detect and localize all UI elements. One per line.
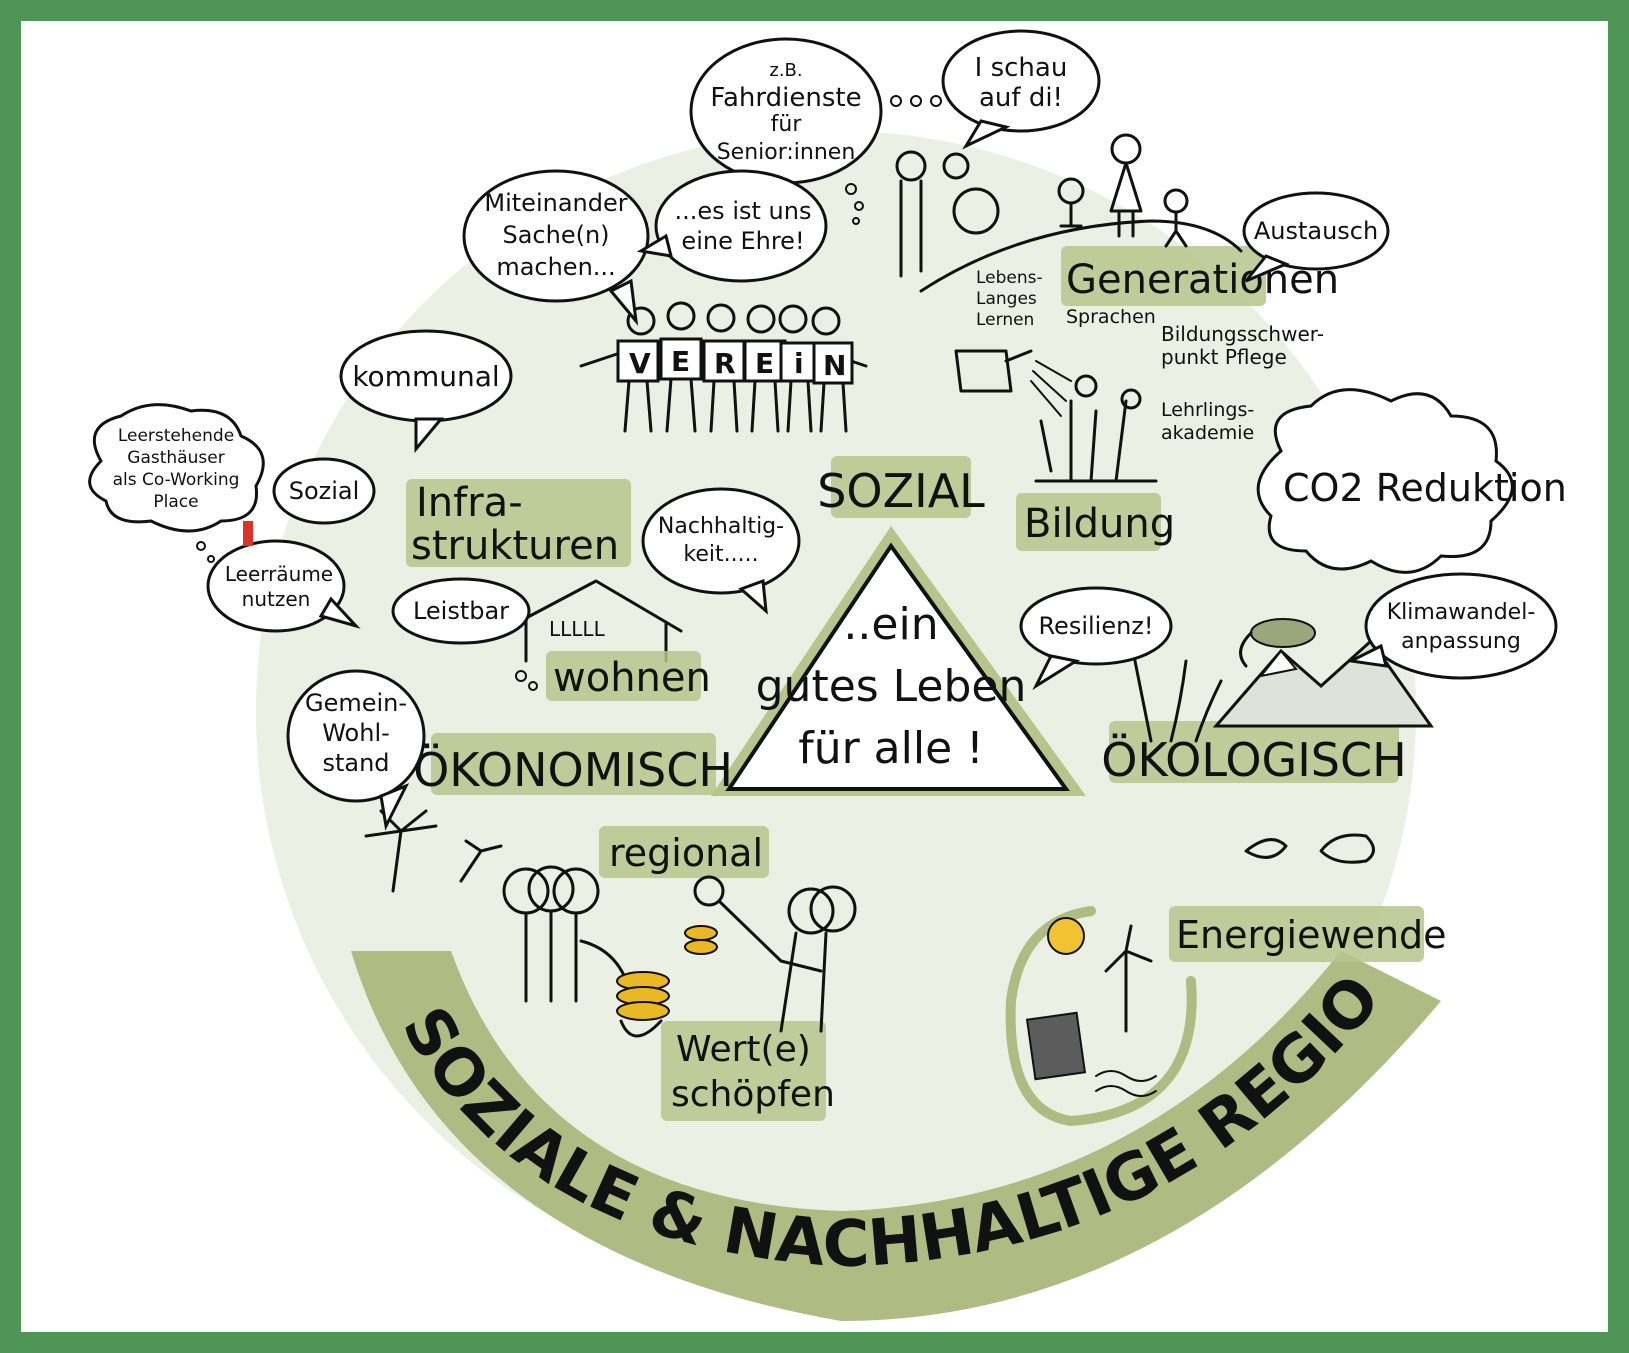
bildungsschwerpunkt-line-2: punkt Pflege bbox=[1161, 345, 1287, 369]
leerstehende-line-2: Gasthäuser bbox=[127, 448, 224, 468]
oekonomisch-highlight bbox=[431, 733, 716, 795]
bubble-gemeinwohl: Gemein- Wohl- stand bbox=[286, 669, 426, 831]
wertschoepfen-line-2: schöpfen bbox=[671, 1074, 835, 1115]
bubble-fahrdienste: z.B. Fahrdienste für Senior:innen bbox=[689, 37, 883, 225]
generationen-highlight bbox=[1061, 246, 1266, 306]
leerraeume-line-1: Leerräume bbox=[225, 562, 333, 586]
energy-cycle-drawing bbox=[1005, 906, 1197, 1127]
infrastrukturen-highlight bbox=[406, 479, 631, 567]
resilienz-label: Resilienz! bbox=[1038, 612, 1153, 640]
center-line-3: für alle ! bbox=[798, 723, 984, 774]
miteinander-line-2: Sache(n) bbox=[502, 221, 609, 249]
center-line-2: gutes Leben bbox=[756, 661, 1027, 712]
red-marker bbox=[243, 521, 253, 546]
center-line-1: ..ein bbox=[843, 599, 938, 650]
central-triangle: ..ein gutes Leben für alle ! bbox=[711, 526, 1086, 796]
oekologisch-highlight bbox=[1109, 721, 1399, 783]
bubble-leerraeume: Leerräume nutzen bbox=[206, 521, 361, 633]
nachhaltigkeit-line-1: Nachhaltig- bbox=[658, 514, 784, 539]
verein-letter-6: N bbox=[823, 349, 846, 382]
palm-drawing bbox=[364, 809, 503, 893]
infrastrukturen-line-2: strukturen bbox=[411, 523, 619, 569]
ehre-line-1: ...es ist uns bbox=[675, 197, 812, 225]
nachhaltigkeit-line-2: keit..... bbox=[683, 542, 758, 567]
bubble-sozial: Sozial bbox=[272, 457, 376, 525]
lehrlings-line-1: Lehrlings- bbox=[1161, 399, 1254, 421]
lebenslanges-line-2: Langes bbox=[976, 289, 1037, 309]
dots-connector bbox=[890, 95, 942, 107]
regional-highlight bbox=[599, 826, 769, 878]
ehre-line-2: eine Ehre! bbox=[681, 227, 804, 255]
bildung-label: Bildung bbox=[1024, 501, 1175, 547]
infrastrukturen-line-1: Infra- bbox=[416, 480, 523, 526]
lebenslanges-line-3: Lernen bbox=[976, 310, 1034, 330]
gemeinwohl-line-2: Wohl- bbox=[322, 719, 390, 747]
co2-cloud bbox=[1256, 388, 1514, 574]
fahrdienste-line-2: Fahrdienste bbox=[710, 83, 861, 113]
fahrdienste-line-4: Senior:innen bbox=[717, 140, 856, 165]
austausch-label: Austausch bbox=[1254, 217, 1378, 245]
lebenslanges-line-1: Lebens- bbox=[976, 268, 1043, 288]
miteinander-line-1: Miteinander bbox=[484, 189, 627, 217]
schau-line-1: I schau bbox=[975, 53, 1068, 83]
leerstehende-line-4: Place bbox=[153, 492, 198, 512]
schau-line-2: auf di! bbox=[979, 83, 1063, 113]
wertschoepfen-highlight bbox=[661, 1021, 826, 1121]
kommunal-label: kommunal bbox=[352, 360, 499, 393]
wertschoepfen-line-1: Wert(e) bbox=[676, 1029, 811, 1070]
co2-label: CO2 Reduktion bbox=[1283, 466, 1567, 510]
lehrlings-line-2: akademie bbox=[1161, 422, 1254, 444]
canvas-frame: SOZIALE & NACHHALTIGE REGION ..ein gutes… bbox=[21, 21, 1608, 1332]
pillar-oekologisch: ÖKOLOGISCH bbox=[1101, 733, 1406, 787]
bubble-austausch: Austausch bbox=[1242, 191, 1390, 283]
fahrdienste-line-3: für bbox=[771, 112, 803, 137]
wohnen-highlight bbox=[546, 651, 701, 701]
bubble-leerstehende: Leerstehende Gasthäuser als Co-Working P… bbox=[88, 403, 265, 563]
people-with-coins-drawing bbox=[502, 865, 857, 1038]
sozial-highlight bbox=[831, 456, 971, 518]
bildungsschwerpunkt-line-1: Bildungsschwer- bbox=[1161, 322, 1324, 346]
bubble-miteinander: Miteinander Sache(n) machen... bbox=[462, 169, 650, 326]
klima-line-2: anpassung bbox=[1401, 629, 1521, 654]
leerstehende-line-3: als Co-Working bbox=[113, 470, 240, 490]
leerstehende-line-1: Leerstehende bbox=[118, 426, 234, 446]
gemeinwohl-line-1: Gemein- bbox=[305, 689, 407, 717]
bird-hedgehog-drawing bbox=[1244, 833, 1375, 864]
verein-letter-1: V bbox=[629, 347, 651, 380]
leerraeume-line-2: nutzen bbox=[242, 587, 311, 611]
energiewende-label: Energiewende bbox=[1176, 913, 1447, 957]
energiewende-highlight bbox=[1169, 906, 1424, 962]
verein-letter-3: R bbox=[714, 347, 736, 380]
gemeinwohl-line-3: stand bbox=[322, 749, 389, 777]
house-window-marks: LLLLL bbox=[549, 617, 606, 641]
leistbar-label: Leistbar bbox=[413, 597, 509, 625]
pillar-oekonomisch: ÖKONOMISCH bbox=[413, 743, 733, 797]
verein-people-drawing: V E R E i N bbox=[579, 301, 868, 433]
regional-label: regional bbox=[609, 831, 763, 875]
sketchnote-diagram: SOZIALE & NACHHALTIGE REGION ..ein gutes… bbox=[21, 21, 1567, 1321]
bubble-nachhaltigkeit: Nachhaltig- keit..... bbox=[641, 487, 801, 615]
bubble-ehre: ...es ist uns eine Ehre! bbox=[636, 169, 828, 283]
verein-letter-5: i bbox=[794, 347, 804, 380]
bubble-resilienz: Resilienz! bbox=[1019, 586, 1173, 691]
generations-people-drawing bbox=[895, 133, 1243, 293]
sozial-bubble-label: Sozial bbox=[289, 477, 360, 505]
miteinander-line-3: machen... bbox=[496, 253, 615, 281]
bubble-klima: Klimawandel- anpassung bbox=[1346, 572, 1558, 680]
fahrdienste-line-1: z.B. bbox=[769, 60, 802, 81]
bildung-highlight bbox=[1016, 493, 1161, 551]
watering-can-plants-drawing bbox=[954, 349, 1158, 483]
bubble-schau: I schau auf di! bbox=[941, 29, 1101, 150]
verein-letter-4: E bbox=[755, 347, 774, 380]
bubble-leistbar: Leistbar bbox=[391, 577, 538, 691]
sprachen-label: Sprachen bbox=[1066, 306, 1156, 328]
klima-line-1: Klimawandel- bbox=[1387, 600, 1536, 625]
banner-band bbox=[351, 951, 1441, 1321]
verein-letter-2: E bbox=[671, 345, 690, 378]
pillar-sozial: SOZIAL bbox=[817, 464, 985, 518]
bubble-kommunal: kommunal bbox=[339, 329, 513, 454]
wohnen-label: wohnen bbox=[553, 655, 711, 701]
house-drawing: LLLLL bbox=[509, 579, 683, 663]
